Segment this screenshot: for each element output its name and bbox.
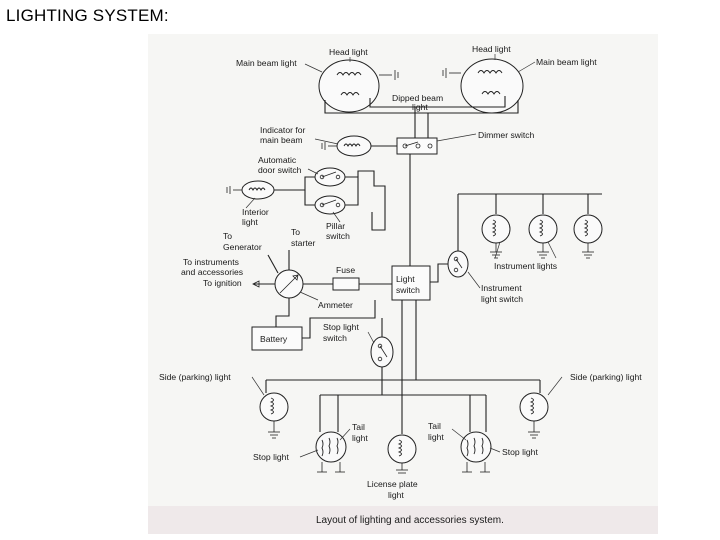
license-plate-light bbox=[387, 434, 417, 474]
label-indicator-1: Indicator for bbox=[260, 125, 306, 135]
label-dipped-beam-1: Dipped beam bbox=[392, 93, 443, 103]
label-battery: Battery bbox=[260, 334, 288, 344]
label-pillar-1: Pillar bbox=[326, 221, 345, 231]
label-side-left: Side (parking) light bbox=[159, 372, 231, 382]
label-side-right: Side (parking) light bbox=[570, 372, 642, 382]
label-stop-left: Stop light bbox=[253, 452, 289, 462]
side-parking-light-left bbox=[259, 392, 289, 439]
label-auto-door-2: door switch bbox=[258, 165, 302, 175]
label-to-starter-1: To bbox=[291, 227, 300, 237]
automatic-door-switch bbox=[314, 167, 346, 187]
label-fuse: Fuse bbox=[336, 265, 355, 275]
light-switch bbox=[391, 265, 431, 301]
label-light-switch-1: Light bbox=[396, 274, 415, 284]
label-to-instruments-2: and accessories bbox=[181, 267, 243, 277]
interior-light bbox=[226, 180, 275, 200]
stop-tail-light-left bbox=[315, 431, 347, 473]
label-pillar-2: switch bbox=[326, 231, 350, 241]
indicator-lamp bbox=[321, 135, 372, 157]
label-license-2: light bbox=[388, 490, 404, 500]
label-indicator-2: main beam bbox=[260, 135, 303, 145]
label-to-ignition: To ignition bbox=[203, 278, 242, 288]
fuse bbox=[332, 277, 360, 291]
label-main-beam-right: Main beam light bbox=[536, 57, 597, 67]
label-tail-left-2: light bbox=[352, 433, 368, 443]
head-light-right bbox=[442, 58, 524, 114]
label-tail-right-1: Tail bbox=[428, 421, 441, 431]
label-dimmer-switch: Dimmer switch bbox=[478, 130, 535, 140]
pillar-switch bbox=[314, 195, 346, 215]
label-auto-door-1: Automatic bbox=[258, 155, 297, 165]
label-head-light-left: Head light bbox=[329, 47, 368, 57]
label-main-beam-left: Main beam light bbox=[236, 58, 297, 68]
ammeter bbox=[274, 269, 304, 299]
label-instrument-switch-1: Instrument bbox=[481, 283, 522, 293]
label-instrument-switch-2: light switch bbox=[481, 294, 523, 304]
label-stop-switch-2: switch bbox=[323, 333, 347, 343]
label-interior-1: Interior bbox=[242, 207, 269, 217]
label-stop-switch-1: Stop light bbox=[323, 322, 359, 332]
label-tail-left-1: Tail bbox=[352, 422, 365, 432]
caption-strip bbox=[148, 506, 658, 534]
label-ammeter: Ammeter bbox=[318, 300, 353, 310]
instrument-light-switch bbox=[447, 250, 469, 278]
label-stop-right: Stop light bbox=[502, 447, 538, 457]
instrument-light-2 bbox=[528, 194, 558, 259]
slide-title: LIGHTING SYSTEM: bbox=[6, 6, 169, 25]
label-to-generator-2: Generator bbox=[223, 242, 262, 252]
label-instrument-lights: Instrument lights bbox=[494, 261, 557, 271]
label-head-light-right: Head light bbox=[472, 44, 511, 54]
label-dipped-beam-2: light bbox=[412, 102, 428, 112]
label-interior-2: light bbox=[242, 217, 258, 227]
side-parking-light-right bbox=[519, 392, 549, 439]
instrument-light-1 bbox=[481, 194, 511, 259]
label-to-generator-1: To bbox=[223, 231, 232, 241]
label-to-instruments-1: To instruments bbox=[183, 257, 239, 267]
stop-tail-light-right bbox=[460, 431, 492, 473]
dimmer-switch bbox=[396, 137, 438, 155]
label-light-switch-2: switch bbox=[396, 285, 420, 295]
stop-light-switch bbox=[370, 336, 394, 368]
label-license-1: License plate bbox=[367, 479, 418, 489]
diagram-caption: Layout of lighting and accessories syste… bbox=[316, 515, 504, 526]
label-tail-right-2: light bbox=[428, 432, 444, 442]
label-to-starter-2: starter bbox=[291, 238, 315, 248]
head-light-left bbox=[318, 59, 399, 113]
instrument-light-3 bbox=[573, 194, 603, 259]
